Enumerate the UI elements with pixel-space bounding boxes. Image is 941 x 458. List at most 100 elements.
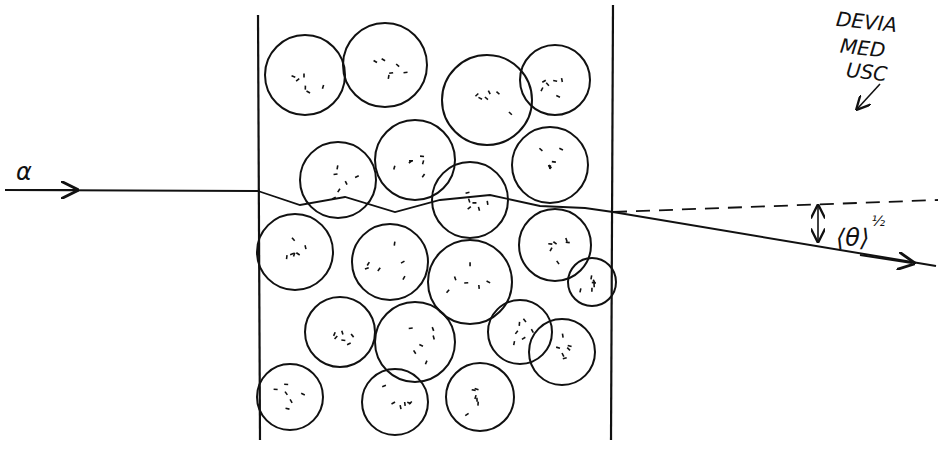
grain-dot: [466, 192, 470, 194]
grain-dot: [557, 261, 559, 264]
grain-dot: [334, 332, 336, 336]
grain-dot: [513, 341, 515, 345]
grain-dot: [432, 327, 433, 331]
grain-dot: [422, 174, 424, 177]
grain-dot: [409, 327, 413, 329]
grain: [488, 300, 552, 364]
grain-dot: [515, 331, 517, 334]
grain-dot: [465, 413, 468, 415]
grain-outline: [442, 55, 532, 145]
grain: [265, 35, 345, 115]
note-text: USC: [845, 58, 889, 86]
grain-dot: [292, 76, 296, 77]
grain-dot: [394, 166, 395, 170]
grain-dot: [382, 385, 386, 387]
grain-dot: [303, 73, 305, 77]
grain-outline: [300, 142, 376, 218]
grain: [362, 369, 428, 435]
leader-arrow: [858, 84, 880, 108]
grain-dot: [553, 242, 556, 244]
grain: [442, 55, 532, 145]
grain-dot: [374, 60, 377, 62]
grain-dot: [488, 91, 490, 95]
grain-dot: [475, 389, 479, 390]
grain: [343, 23, 427, 107]
grain-outline: [343, 23, 427, 107]
grain-dot: [549, 165, 551, 169]
grain-dot: [334, 173, 338, 175]
grain-dot: [477, 402, 479, 406]
grain: [257, 214, 333, 290]
note-text: MED: [839, 36, 886, 62]
grain-dot: [562, 353, 564, 357]
grain: [529, 319, 595, 385]
grain-dot: [322, 85, 323, 89]
slab-wall: [611, 5, 613, 440]
particle-label: α: [16, 158, 32, 186]
incident-track: [5, 190, 258, 191]
grain-dot: [567, 348, 570, 351]
grain-dot: [347, 343, 351, 345]
angle-label: ⟨θ⟩: [836, 224, 869, 252]
grain-outline: [520, 45, 590, 115]
grain: [352, 224, 428, 300]
grain-dot: [301, 393, 305, 395]
grain-dot: [486, 201, 488, 205]
angle-exponent: ½: [871, 213, 885, 229]
grain-outline: [305, 297, 375, 367]
grain-dot: [414, 350, 416, 353]
grain-dot: [290, 399, 292, 402]
grain-dot: [469, 262, 471, 266]
grain-dot: [523, 319, 526, 322]
grain-dot: [433, 336, 434, 340]
grain-dot: [522, 337, 525, 339]
incident-arrow: [20, 189, 75, 191]
grain-dot: [476, 398, 478, 402]
grain-dot: [409, 161, 412, 163]
grain-dot: [392, 402, 396, 404]
grain-dot: [549, 165, 551, 169]
grain-dot: [559, 148, 563, 150]
grain-dot: [563, 357, 567, 360]
grain-dot: [401, 261, 404, 263]
grain-dot: [307, 91, 311, 93]
grain-dot: [367, 262, 369, 265]
grain-dot: [496, 92, 499, 95]
grain-outline: [352, 224, 428, 300]
grain-dot: [399, 405, 401, 409]
grain-dot: [296, 79, 299, 82]
grain-outline: [512, 127, 588, 203]
grain-dot: [284, 383, 288, 385]
grain-dot: [447, 290, 450, 293]
grain-dot: [553, 80, 557, 82]
grain-dot: [562, 334, 564, 338]
angle-exponent: ½: [871, 212, 885, 230]
grain-dot: [468, 207, 471, 209]
grain: [520, 45, 590, 115]
zigzag-track: [258, 191, 613, 212]
grain-dot: [419, 345, 423, 347]
angle-label: ⟨θ⟩: [836, 226, 869, 250]
grain-outline: [519, 209, 591, 281]
grain-outline: [265, 35, 345, 115]
grain-dot: [561, 78, 563, 82]
grain-dot: [548, 243, 552, 245]
grain-dot: [566, 238, 567, 242]
grain: [446, 363, 514, 431]
grain-dot: [591, 288, 593, 292]
grain-dot: [592, 282, 596, 284]
grain-outline: [257, 214, 333, 290]
grain: [519, 209, 591, 281]
grain-dot: [378, 268, 380, 271]
grain-dot: [531, 329, 533, 332]
grain-outline: [488, 300, 552, 364]
grain-dot: [285, 392, 287, 395]
grain: [305, 297, 375, 367]
grain-dot: [404, 72, 408, 74]
grain-dot: [382, 59, 385, 61]
grain-dot: [475, 93, 478, 96]
grain-dot: [296, 253, 299, 255]
grain-dot: [485, 97, 488, 100]
note-text: DEVIA: [835, 7, 898, 37]
